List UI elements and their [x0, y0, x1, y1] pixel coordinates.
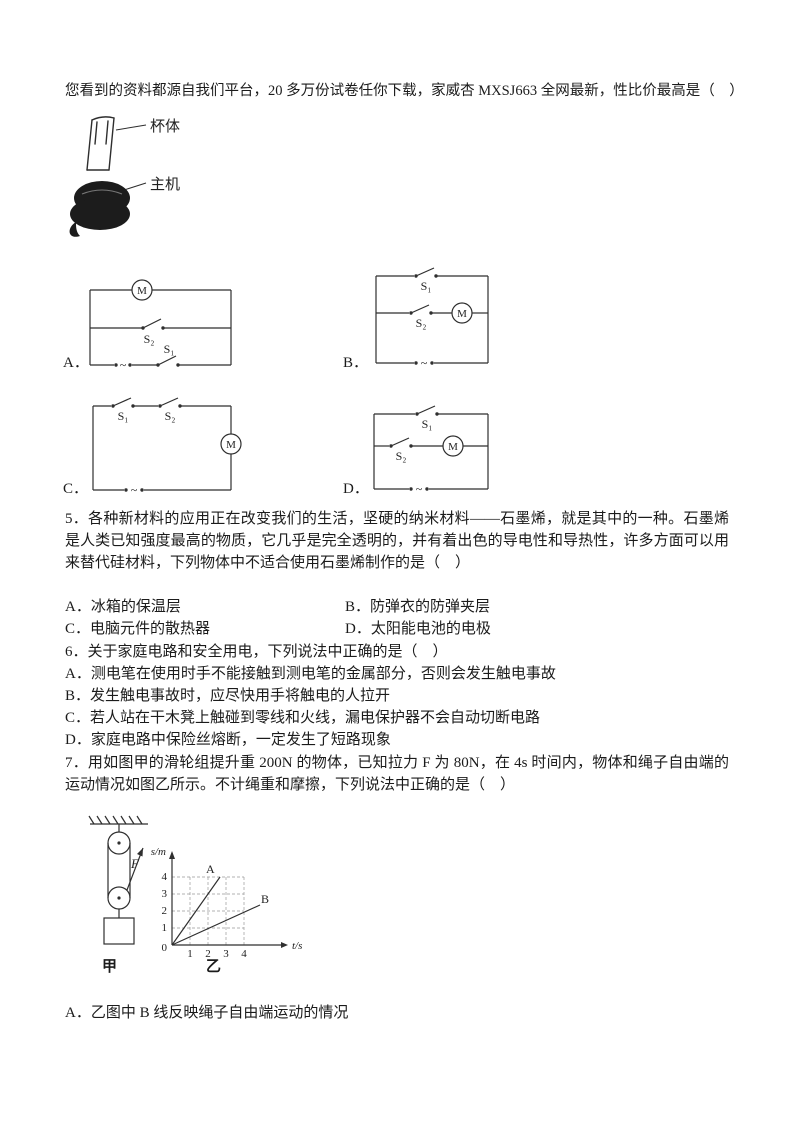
- pulley-figure: F: [88, 815, 148, 945]
- blender-base-highlight: [81, 189, 123, 195]
- circuit-d-figure: M ~ S₁ S₂: [373, 405, 489, 496]
- pulley-drawing: [88, 815, 148, 945]
- switch-s1-label: S₁: [164, 342, 175, 356]
- line-a: [171, 876, 221, 946]
- blender-base-drawing: [69, 181, 130, 237]
- x-tick-1: 1: [187, 948, 193, 960]
- switch-arm: [157, 355, 177, 366]
- question-6-option-a: A．测电笔在使用时手不能接触到测电笔的金属部分，否则会发生触电事故: [65, 666, 556, 682]
- x-axis-label: t/s: [292, 940, 302, 952]
- circuit-c-contacts: [111, 404, 182, 492]
- circuit-b-contacts: [409, 274, 438, 365]
- origin-label: 0: [162, 942, 168, 954]
- question-6-option-b: B．发生触电事故时，应尽快用手将触电的人拉开: [65, 688, 391, 704]
- motor-label: M: [226, 439, 236, 451]
- option-a-figure-label: A．: [63, 355, 89, 371]
- circuit-c-figure: M ~ S₁ S₂: [92, 397, 242, 497]
- line-b: [171, 904, 261, 946]
- x-tick-3: 3: [223, 948, 229, 960]
- question-7-option-a: A．乙图中 B 线反映绳子自由端运动的情况: [65, 1005, 349, 1021]
- question-5-option-a: A．冰箱的保温层: [65, 599, 181, 615]
- y-tick-1: 1: [162, 922, 168, 934]
- y-axis-label: s/m: [151, 846, 166, 858]
- ac-source-icon: ~: [131, 483, 138, 497]
- circuit-a-wires: [89, 279, 232, 366]
- movable-pulley-axle: [117, 896, 121, 900]
- ac-source-icon: ~: [120, 358, 127, 372]
- graph-caption: 乙: [206, 959, 222, 975]
- switch-s2-label: S₂: [144, 332, 155, 346]
- question-6-option-d: D．家庭电路中保险丝熔断，一定发生了短路现象: [65, 732, 391, 748]
- pulley-caption: 甲: [102, 959, 118, 975]
- graph-figure: s/m t/s 0 1 2 3 4 1 2 3 4 A B: [151, 846, 303, 960]
- circuit-d-wires: [373, 405, 489, 490]
- blender-cup-drawing: [86, 116, 115, 171]
- switch-arm: [415, 267, 435, 277]
- question-6-text: 6．关于家庭电路和安全用电，下列说法中正确的是（ ）: [65, 644, 448, 660]
- force-arrowhead: [137, 848, 143, 857]
- weight-block: [103, 917, 135, 945]
- option-b-figure-label: B．: [343, 355, 369, 371]
- x-tick-4: 4: [241, 948, 247, 960]
- switch-arm: [159, 397, 179, 407]
- fixed-pulley-axle: [117, 841, 121, 845]
- option-d-figure-label: D．: [343, 481, 369, 497]
- question-5-option-d: D．太阳能电池的电极: [345, 621, 491, 637]
- line-b-label: B: [261, 892, 269, 906]
- blender-cup-label: 杯体: [150, 118, 180, 135]
- switch-s2-label: S₂: [165, 409, 176, 423]
- question-5-option-b: B．防弹衣的防弹夹层: [345, 599, 491, 615]
- circuit-b-wires: [375, 267, 489, 364]
- question-5-option-c: C．电脑元件的散热器: [65, 621, 211, 637]
- switch-arm: [416, 405, 436, 415]
- blender-pointer-lines: [115, 124, 147, 191]
- switch-arm: [410, 304, 430, 314]
- question-7-text: 7．用如图甲的滑轮组提升重 200N 的物体，已知拉力 F 为 80N，在 4s…: [65, 755, 729, 793]
- switch-s1-label: S₁: [118, 409, 129, 423]
- x-axis-arrowhead: [281, 942, 288, 948]
- ac-source-icon: ~: [421, 356, 428, 370]
- switch-s2-label: S₂: [396, 449, 407, 463]
- blender-base-label: 主机: [150, 176, 180, 193]
- graph-gridlines: [172, 876, 245, 945]
- circuit-c-wires: [92, 397, 242, 491]
- y-tick-2: 2: [162, 905, 168, 917]
- line-a-label: A: [206, 862, 215, 876]
- switch-s1-label: S₁: [422, 417, 433, 431]
- motor-label: M: [448, 441, 458, 453]
- graph-axes-and-lines: [171, 853, 286, 946]
- circuit-d-contacts: [389, 412, 439, 491]
- switch-arm: [390, 437, 410, 447]
- x-tick-2: 2: [205, 948, 211, 960]
- ac-source-icon: ~: [416, 482, 423, 496]
- switch-arm: [142, 318, 162, 329]
- y-tick-3: 3: [162, 888, 168, 900]
- motor-label: M: [137, 285, 147, 297]
- circuit-a-figure: M ~ S₂ S₁: [89, 279, 232, 372]
- switch-s2-label: S₂: [416, 316, 427, 330]
- option-c-figure-label: C．: [63, 481, 89, 497]
- switch-s1-label: S₁: [421, 279, 432, 293]
- circuit-a-contacts: [114, 326, 180, 367]
- y-axis-arrowhead: [169, 851, 175, 859]
- question-5-text: 5．各种新材料的应用正在改变我们的生活，坚硬的纳米材料——石墨烯，就是其中的一种…: [65, 511, 729, 571]
- switch-arm: [112, 397, 132, 407]
- intro-line: 您看到的资料都源自我们平台，20 多万份试卷任你下载，家威杏 MXSJ663 全…: [65, 83, 744, 99]
- force-label: F: [130, 856, 140, 871]
- circuit-b-figure: M ~ S₁ S₂: [375, 267, 489, 370]
- motor-label: M: [457, 308, 467, 320]
- question-6-option-c: C．若人站在干木凳上触碰到零线和火线，漏电保护器不会自动切断电路: [65, 710, 541, 726]
- blender-figure: 杯体 主机: [69, 116, 180, 237]
- y-tick-4: 4: [162, 871, 168, 883]
